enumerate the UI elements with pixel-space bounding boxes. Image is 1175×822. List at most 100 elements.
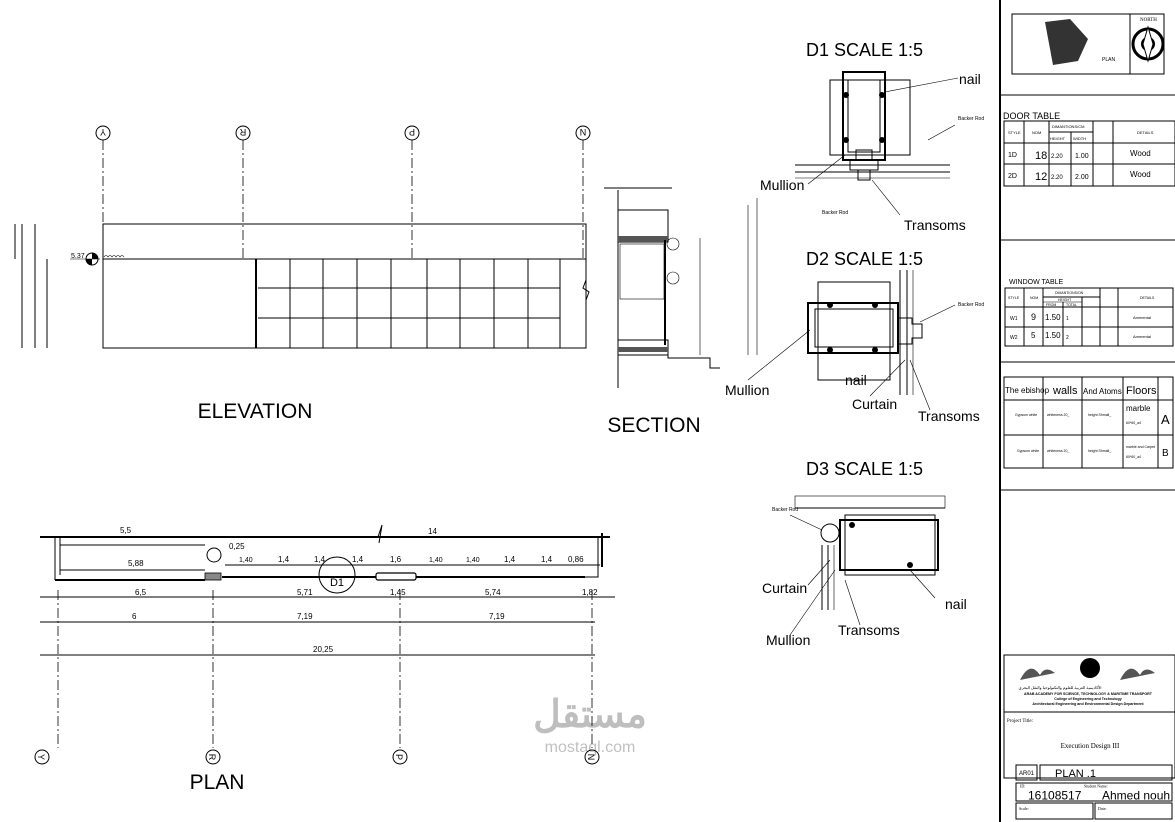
header-cell: DETAILS <box>1140 296 1155 300</box>
dim-text: 5,88 <box>128 559 144 568</box>
label-nail: nail <box>959 71 981 87</box>
label-curtain: Curtain <box>852 396 897 412</box>
student-name-label: Student Name: <box>1084 784 1108 789</box>
cell: W2 <box>1010 335 1018 341</box>
header-cell: Floors <box>1126 385 1157 397</box>
door-table: DOOR TABLE STYLE NOM DIMANTIONS/CM HEIGH… <box>1003 111 1175 187</box>
grid-label: R <box>207 754 217 761</box>
header-cell: DIMANTIONSION <box>1055 291 1084 295</box>
watermark-latin: mostaql.com <box>545 739 636 756</box>
dim-text: 1,40 <box>429 557 443 564</box>
label-mullion: Mullion <box>766 632 810 648</box>
grid-label: N <box>580 127 587 137</box>
level-value: 5.37 <box>71 253 85 260</box>
dim-text: 7,19 <box>489 612 505 621</box>
grid-bubbles-plan: Y R P N <box>34 749 600 765</box>
table-row: W1 9 1.50 1 Ammental <box>1010 312 1151 322</box>
cell: height Shmall_ <box>1088 449 1111 453</box>
label-transoms: Transoms <box>838 622 900 638</box>
cell: whiteness 20_ <box>1047 449 1069 453</box>
cell: Gypsum white <box>1017 449 1039 453</box>
header-cell: HEIGHT <box>1058 298 1072 302</box>
door-table-title: DOOR TABLE <box>1003 111 1060 121</box>
cell: 12 <box>1035 171 1047 183</box>
north-arrow-icon <box>1131 25 1165 63</box>
cell: whiteness 20_ <box>1047 413 1069 417</box>
cell: 1.50 <box>1045 313 1061 322</box>
vertical-dimensions <box>14 224 48 348</box>
cell: 9 <box>1031 312 1036 322</box>
dim-text: 0,86 <box>568 555 584 564</box>
cell: Wood <box>1130 149 1151 158</box>
detail-d2: D2 SCALE 1:5 Backer Rod Mullion nail Cur… <box>725 249 984 424</box>
label-transoms: Transoms <box>904 217 966 233</box>
plan-drawing: Y R P N 5,5 14 5,88 0,25 1,40 1,4 1,4 1,… <box>34 524 615 794</box>
cell: 2.20 <box>1051 175 1063 181</box>
label-transoms: Transoms <box>918 408 980 424</box>
project-title-label: Project Title: <box>1007 719 1033 724</box>
institution-logo: الأكاديمية العربية للعلوم والتكنولوجيا و… <box>1003 654 1175 713</box>
cell: 1.50 <box>1045 331 1061 340</box>
cell: 5 <box>1031 331 1036 340</box>
institution-department: Architectural Engineering and Environmen… <box>1032 702 1144 706</box>
watermark: مستقل mostaql.com <box>533 694 647 756</box>
grid-bubbles-elevation: Y R P N <box>95 125 591 258</box>
dim-text: 6 <box>132 612 137 621</box>
north-label: NORTH <box>1140 18 1157 23</box>
header-cell: walls <box>1052 385 1078 397</box>
sheet-info: AR01 PLAN .1 ID: 16108517 Student Name: … <box>1015 764 1173 820</box>
header-cell: TOTAL <box>1066 303 1077 307</box>
table-row: 2D 12 2.20 2.00 Wood <box>1008 170 1151 183</box>
window-table: WINDOW TABLE STYLE NOM DIMANTIONSION HEI… <box>1004 279 1174 347</box>
dim-text: 1,6 <box>390 555 402 564</box>
dim-text: 14 <box>428 527 437 536</box>
dim-text: 1,4 <box>352 555 364 564</box>
dim-text: 1,4 <box>278 555 290 564</box>
dim-text: 6,5 <box>135 588 147 597</box>
table-row: Gypsum white whiteness 20_ height Shmall… <box>1015 404 1170 427</box>
key-plan: PLAN NORTH <box>1011 13 1165 75</box>
dim-text: 1,45 <box>390 588 406 597</box>
key-plan-label: PLAN <box>1102 57 1115 63</box>
dim-text: 7,19 <box>297 612 313 621</box>
section-title: SECTION <box>607 414 700 437</box>
header-cell: STYLE <box>1008 296 1020 300</box>
label-backer-rod: Backer Rod <box>822 210 848 216</box>
cell: Wood <box>1130 170 1151 179</box>
label-curtain: Curtain <box>762 580 807 596</box>
finish-table: The ebishop walls And Atoms Floors Gypsu… <box>1003 376 1174 469</box>
table-row: 1D 18 2.20 1.00 Wood <box>1008 149 1151 162</box>
grid-label: Y <box>100 127 106 137</box>
cell: W1 <box>1010 316 1018 322</box>
detail-d1: D1 SCALE 1:5 nail Backer Rod Mullion Bac… <box>760 40 984 233</box>
cell: 1D <box>1008 152 1017 159</box>
grid-lines-plan <box>57 590 593 748</box>
institution-arabic: الأكاديمية العربية للعلوم والتكنولوجيا و… <box>1018 684 1101 690</box>
label-backer-rod: Backer Rod <box>958 116 984 122</box>
detail-title: D1 SCALE 1:5 <box>806 40 923 60</box>
date-label: Date: <box>1098 806 1107 811</box>
watermark-arabic: مستقل <box>533 694 647 736</box>
detail-title: D2 SCALE 1:5 <box>806 249 923 269</box>
cell: 2 <box>1066 335 1069 341</box>
project-title: Execution Design III <box>1061 742 1120 750</box>
dim-text: 1,4 <box>314 555 326 564</box>
label-nail: nail <box>945 596 967 612</box>
cell: 2D <box>1008 173 1017 180</box>
curtain-wall-grid <box>258 259 561 348</box>
logo-emblem-icon <box>1080 658 1100 678</box>
cell: 18 <box>1035 150 1047 162</box>
plan-dimension-lines <box>40 544 615 656</box>
cell: 60*60_a4 <box>1126 421 1141 425</box>
label-backer-rod: Backer Rod <box>772 507 798 513</box>
cell: Ammental <box>1133 334 1151 339</box>
header-cell: NOM <box>1030 296 1038 300</box>
grid-label: R <box>239 127 246 137</box>
cell: B <box>1162 448 1169 459</box>
label-backer-rod: Backer Rod <box>958 302 984 308</box>
label-nail: nail <box>845 372 867 388</box>
cell: A <box>1161 412 1170 427</box>
institution-name: ARAB ACADEMY FOR SCIENCE, TECHNOLOGY & M… <box>1024 692 1153 696</box>
cell: 2.20 <box>1051 154 1063 160</box>
